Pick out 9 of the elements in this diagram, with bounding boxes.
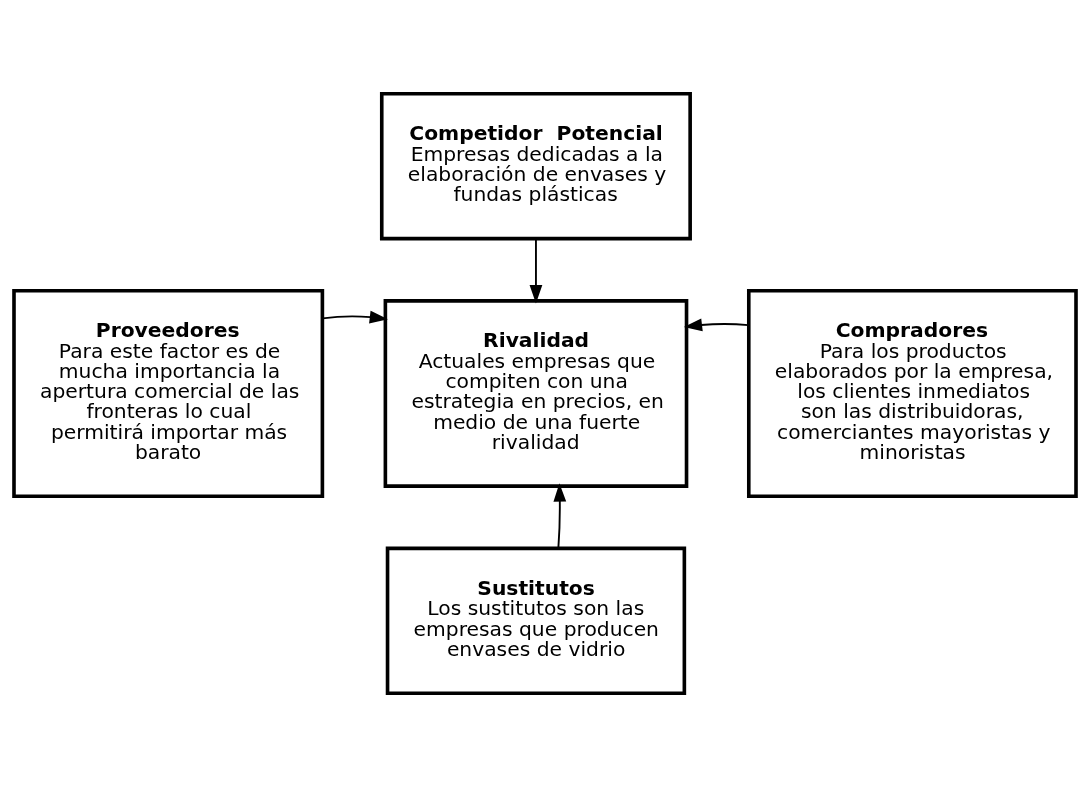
node-box: Competidor Potencial Empresas dedicadas a la elaboración de envases y fundas plásticas	[379, 92, 692, 241]
node-box: Proveedores Para este factor es de mucha importancia la apertura comercial de las fronteras lo cual permitirá importar más barato	[12, 288, 325, 499]
node-box: Sustitutos Los sustitutos son las empresas que producen envases de vidrio	[385, 546, 687, 695]
node-box: Rivalidad Actuales empresas que compiten con una estrategia en precios, en medio de una fuerte rivalidad	[383, 299, 689, 488]
node-box: Compradores Para los productos elaborados por la empresa, los clientes inmediatos son las distribuidoras, comerciantes mayoristas y minoristas	[747, 288, 1078, 499]
arrow	[683, 318, 750, 332]
arrow	[529, 237, 543, 304]
arrow	[321, 310, 388, 324]
arrow	[553, 483, 567, 550]
